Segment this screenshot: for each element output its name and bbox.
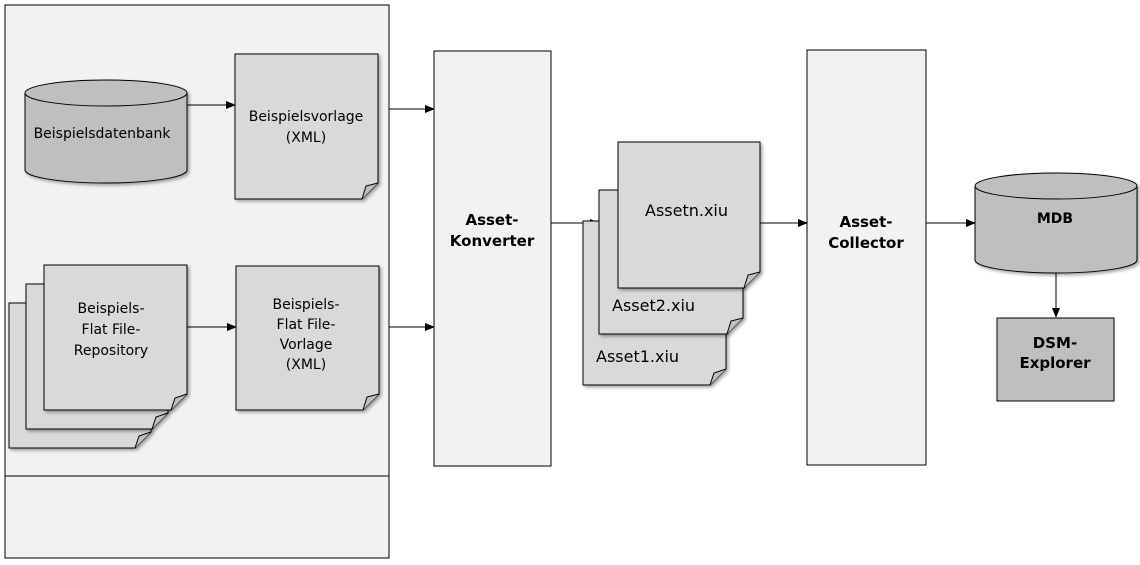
template-document-fold <box>361 182 379 200</box>
repo-label-line3: Repository <box>74 343 148 359</box>
collector-label-line1: Asset- <box>839 213 892 231</box>
asset-collector-box <box>806 49 927 466</box>
flatfile-template-line1: Beispiels- <box>272 297 339 313</box>
converter-label-line1: Asset- <box>465 211 518 229</box>
assetn-label: Assetn.xiu <box>645 201 728 220</box>
converter-label-line2: Konverter <box>450 232 535 250</box>
dsm-explorer-box <box>996 317 1115 402</box>
repo-label-line2: Flat File- <box>82 322 141 338</box>
flatfile-template-fold <box>362 393 380 411</box>
asset-converter-box <box>433 50 552 467</box>
assetn-document <box>617 141 761 289</box>
collector-label-line2: Collector <box>828 234 904 252</box>
flatfile-template-line3: Vorlage <box>280 337 333 353</box>
database-cylinder <box>24 79 188 184</box>
template-document <box>234 53 379 200</box>
asset2-label: Asset2.xiu <box>612 296 695 315</box>
flatfile-template-line2: Flat File- <box>277 317 336 333</box>
mdb-label: MDB <box>1037 211 1073 227</box>
template-label-line2: (XML) <box>286 130 326 146</box>
mdb-cylinder <box>974 172 1138 274</box>
asset1-label: Asset1.xiu <box>596 347 679 366</box>
template-label-line1: Beispielsvorlage <box>249 109 364 125</box>
explorer-label-line1: DSM- <box>1033 334 1077 352</box>
repo-label-line1: Beispiels- <box>77 301 144 317</box>
flatfile-repo-stack <box>8 264 188 449</box>
flatfile-template-line4: (XML) <box>286 357 326 373</box>
database-label: Beispielsdatenbank <box>34 126 172 142</box>
explorer-label-line2: Explorer <box>1019 354 1091 372</box>
